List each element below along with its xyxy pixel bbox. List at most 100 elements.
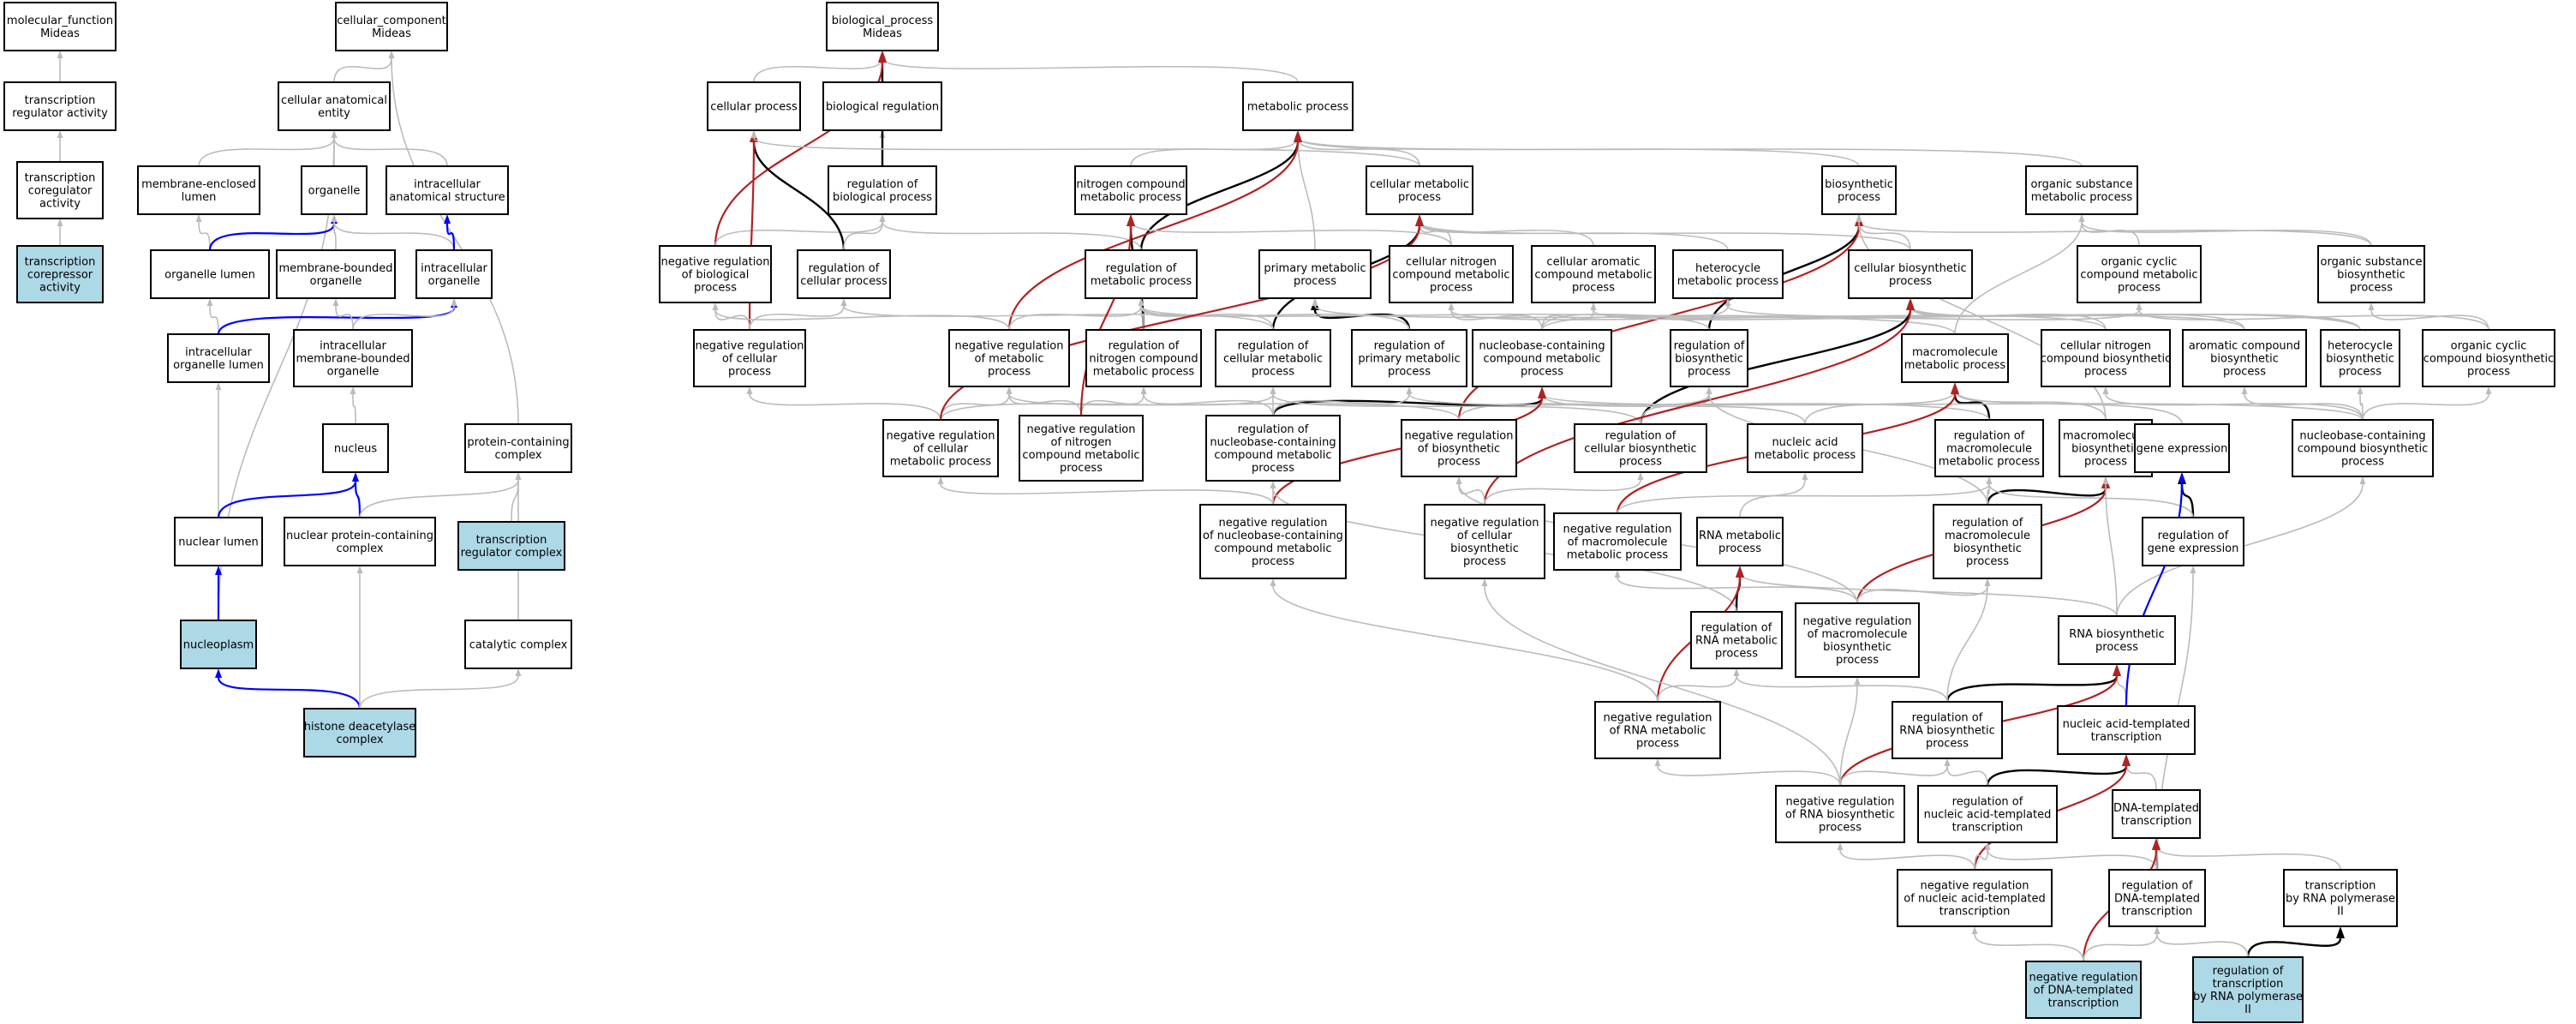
edge-line	[1617, 577, 1858, 604]
term-node-rnbcmp[interactable]: regulation ofnucleobase-containingcompou…	[1205, 415, 1341, 482]
edge-line	[1458, 483, 1485, 506]
term-label-line: anatomical structure	[389, 191, 505, 204]
term-box	[2320, 329, 2400, 387]
term-node-orgl[interactable]: organelle lumen	[150, 249, 270, 299]
edge-line	[217, 481, 357, 518]
term-label-line: process	[2339, 366, 2382, 379]
term-label-line: transcription	[476, 534, 547, 547]
term-box	[826, 2, 939, 51]
term-node-nuc[interactable]: nucleus	[322, 423, 389, 473]
term-label-line: heterocycle	[2328, 340, 2393, 353]
term-label-line: transcription	[2305, 880, 2376, 893]
term-node-cp[interactable]: cellular process	[707, 81, 801, 131]
term-node-ge[interactable]: gene expression	[2134, 423, 2230, 473]
edge-arrowhead	[1270, 386, 1276, 394]
term-node-npl[interactable]: nucleoplasm	[180, 620, 257, 669]
edge-arrowhead	[1856, 214, 1862, 222]
edge-line	[1139, 141, 1300, 251]
edge-imbo-is_a-mbo	[332, 298, 354, 331]
term-node-org[interactable]: organelle	[301, 165, 368, 215]
term-label-line: complex	[494, 449, 541, 462]
term-node-rmbsp[interactable]: regulation ofmacromoleculebiosyntheticpr…	[1933, 504, 2042, 579]
edge-line	[1856, 585, 1988, 604]
edge-line	[940, 483, 1274, 506]
term-node-mp[interactable]: metabolic process	[1242, 81, 1354, 131]
term-node-catc[interactable]: catalytic complex	[464, 620, 572, 669]
term-node-nl[interactable]: nuclear lumen	[174, 517, 263, 566]
term-node-br[interactable]: biological regulation	[822, 81, 942, 131]
